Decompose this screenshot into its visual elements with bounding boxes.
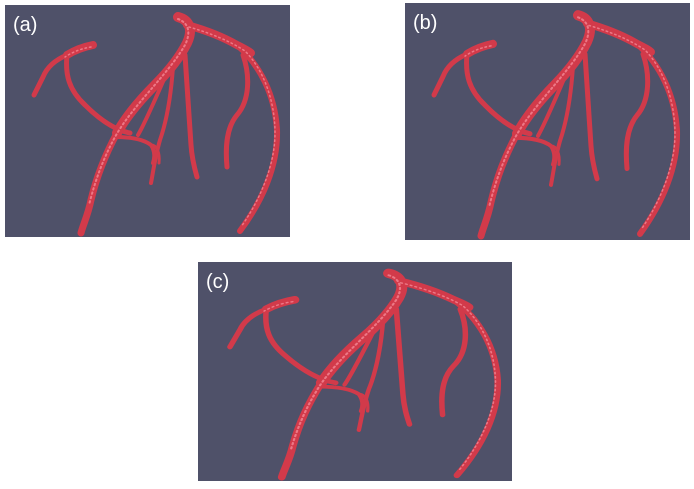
panel-label-c: (c) — [206, 271, 230, 293]
panel-a: (a) — [5, 5, 290, 237]
panel-label-a: (a) — [13, 14, 38, 36]
coronary-vessel-tree-b — [405, 3, 690, 240]
panel-b: (b) — [405, 3, 690, 240]
coronary-vessel-tree-a — [5, 5, 290, 237]
coronary-vessel-tree-c — [198, 262, 512, 481]
panel-label-b: (b) — [413, 12, 438, 34]
panel-c: (c) — [198, 262, 512, 481]
